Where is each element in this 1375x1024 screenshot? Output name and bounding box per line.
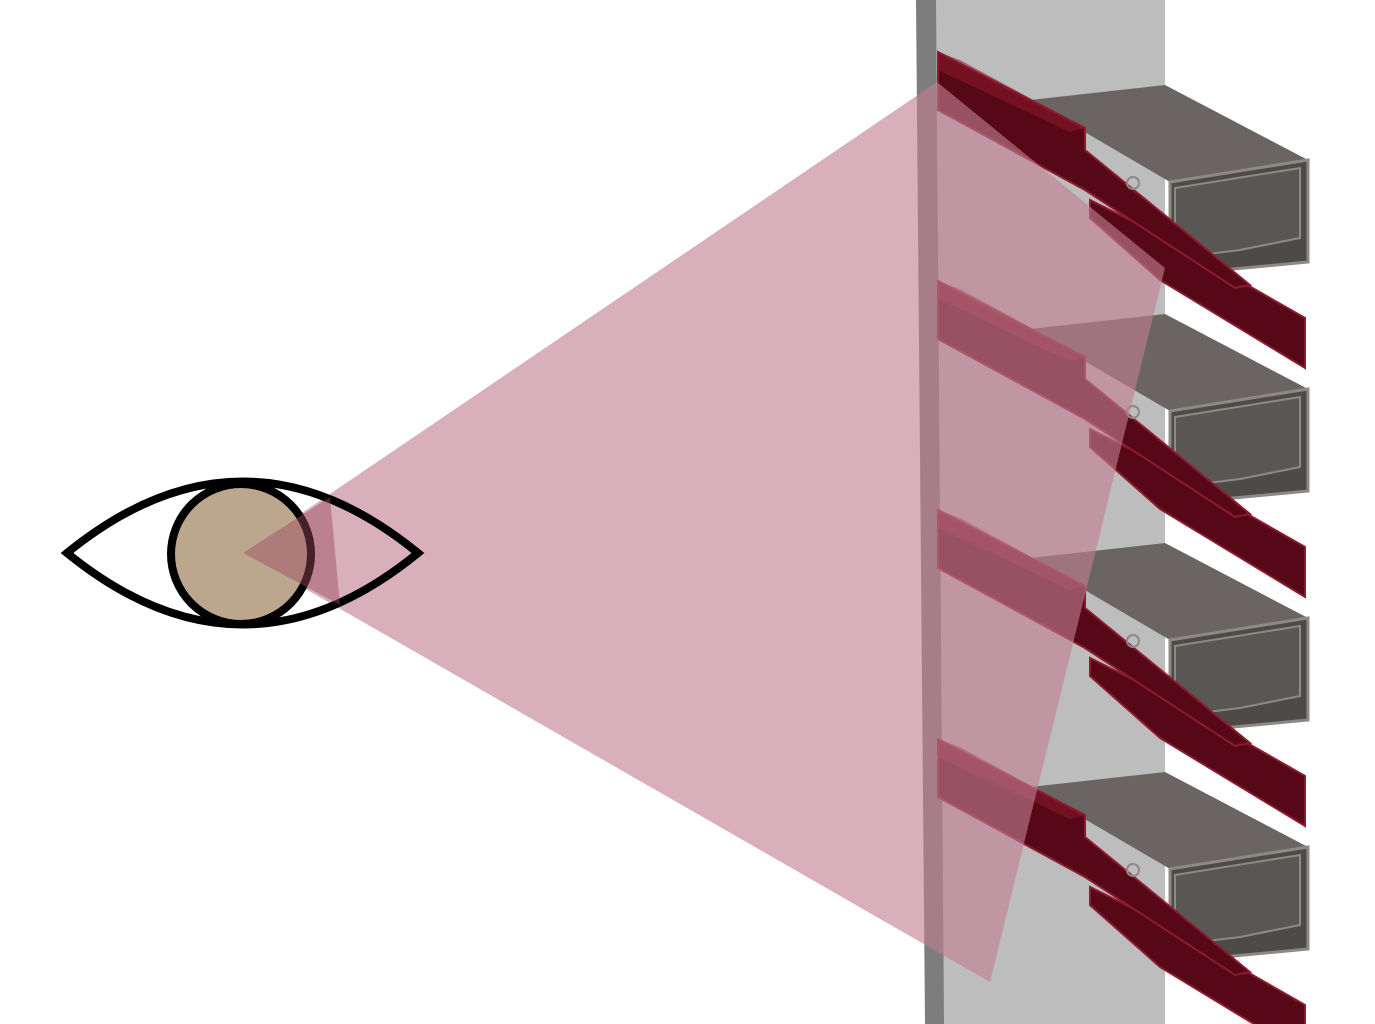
eye-icon bbox=[60, 477, 425, 629]
eye-iris bbox=[167, 480, 315, 628]
louver-profile-top bbox=[1030, 772, 1308, 869]
louver-hinge bbox=[1126, 634, 1140, 648]
louver-1 bbox=[937, 50, 1310, 370]
eye-outline bbox=[60, 477, 425, 629]
louver-hinge bbox=[1126, 863, 1140, 877]
louver-profile-top bbox=[1030, 543, 1308, 640]
eye-sight-overlay bbox=[243, 497, 340, 605]
sight-cone bbox=[243, 82, 1165, 982]
louver-blade-highlight bbox=[938, 52, 1085, 132]
louver-profile-top bbox=[1030, 85, 1308, 182]
louver-hinge bbox=[1126, 176, 1140, 190]
